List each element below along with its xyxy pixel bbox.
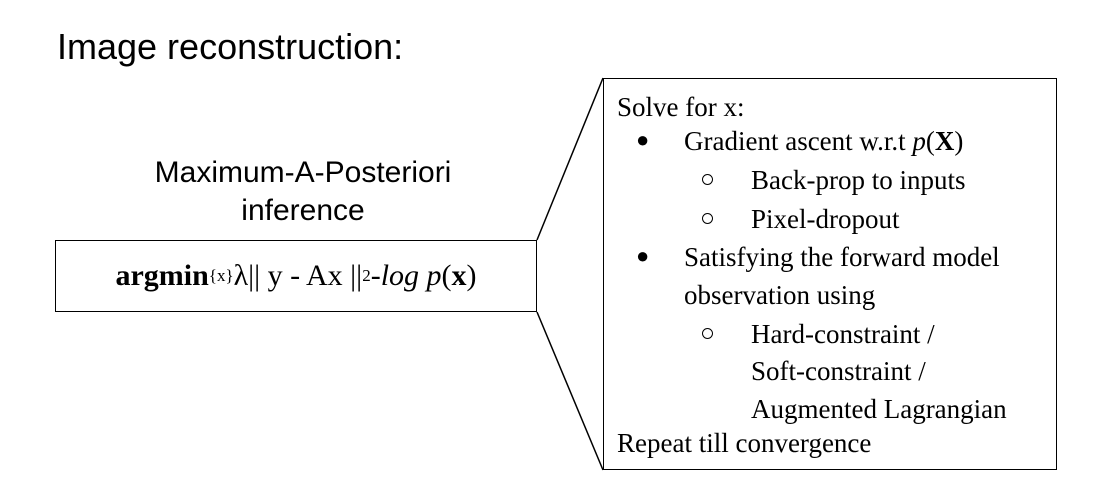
bullet-1-var: X	[934, 126, 955, 156]
sub-bullet-circle-2	[702, 328, 713, 339]
bullet-1-p: p	[912, 126, 926, 156]
formula-norm-subscript: 2	[362, 266, 371, 285]
sub-bullet-2-line-2: Soft-constraint /	[751, 356, 926, 386]
detail-box: Solve for x: ● Gradient ascent w.r.t p(X…	[603, 78, 1057, 470]
formula-log-p: log p	[380, 259, 442, 292]
sub-bullet-2-line-1: Hard-constraint /	[751, 319, 935, 349]
formula-paren-close: )	[466, 259, 477, 292]
subtitle-line-2: inference	[241, 194, 365, 227]
bullet-1-paren-close: )	[954, 126, 964, 156]
bullet-1-paren-open: (	[925, 126, 935, 156]
bullet-1: Gradient ascent w.r.t p(X)	[684, 125, 963, 157]
sub-bullet-2-line-3: Augmented Lagrangian	[751, 394, 1007, 424]
detail-footer: Repeat till convergence	[617, 428, 872, 458]
bullet-dot-2: ●	[636, 243, 650, 268]
formula-paren-open: (	[441, 259, 452, 292]
bullet-2-line-2: observation using	[684, 280, 876, 310]
detail-heading: Solve for x:	[617, 92, 745, 122]
bullet-2-line-1: Satisfying the forward model	[684, 242, 1000, 272]
sub-bullet-circle-1b	[702, 213, 713, 224]
formula-norm-term: λ|| y - Ax ||	[233, 259, 363, 292]
connector-line-top	[536, 77, 604, 241]
formula-minus: -	[370, 259, 381, 292]
formula-x-variable: x	[451, 259, 467, 292]
formula-argmin: argmin	[115, 259, 209, 292]
bullet-1-text: Gradient ascent w.r.t	[684, 126, 913, 156]
sub-bullet-1a: Back-prop to inputs	[751, 165, 966, 195]
subtitle-line-1: Maximum-A-Posteriori	[154, 156, 452, 189]
connector-line-bottom	[536, 311, 604, 471]
page-title: Image reconstruction:	[57, 26, 404, 67]
sub-bullet-circle-1a	[702, 174, 713, 185]
formula-argmin-subscript: {x}	[208, 266, 234, 285]
bullet-dot-1: ●	[636, 127, 650, 152]
formula-box: argmin {x} λ|| y - Ax || 2 - log p ( x )	[55, 240, 537, 312]
sub-bullet-1b: Pixel-dropout	[751, 204, 900, 234]
